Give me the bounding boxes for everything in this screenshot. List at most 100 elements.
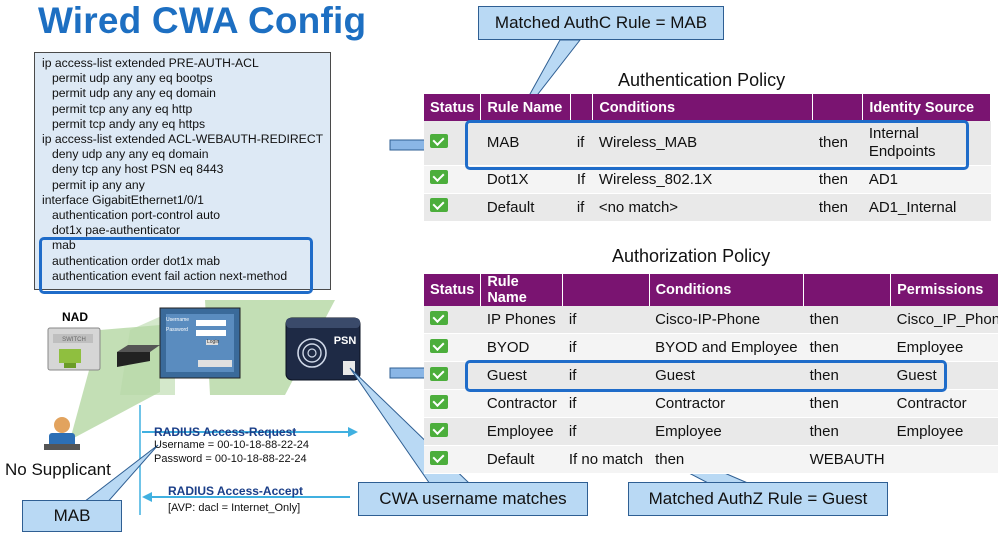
check-icon [430,198,448,212]
client-label: No Supplicant [5,460,111,479]
condition-cell: Employee [649,417,804,446]
rule-name-cell: MAB [480,121,571,166]
check-icon [430,310,448,325]
config-line: authentication event fail action next-me… [52,268,288,283]
result-cell: Internal Endpoints [862,121,991,166]
header-spacer [812,94,864,121]
config-line: authentication order dot1x mab [52,253,221,268]
login-screen-icon [159,307,241,379]
then-cell: then [803,306,891,334]
config-line: authentication port-control auto [52,208,221,222]
status-cell [424,306,481,334]
then-cell: then [803,417,891,446]
result-cell: Contractor [890,389,998,418]
header-source: Identity Source [862,94,991,121]
if-cell: if [562,306,650,334]
status-cell [424,121,481,166]
header-spacer [562,274,650,306]
condition-cell: <no match> [592,193,813,222]
status-cell [424,417,481,446]
result-cell: AD1_Internal [862,193,991,222]
check-icon [430,450,448,465]
config-box [34,52,331,290]
rule-name-cell: BYOD [480,333,563,362]
result-cell: Employee [890,417,998,446]
rule-name-cell: IP Phones [480,306,563,334]
result-cell: Employee [890,333,998,362]
condition-cell: then [649,445,804,474]
authentication-policy-title: Authentication Policy [618,70,786,90]
condition-cell: Contractor [649,389,804,418]
check-icon [430,170,448,184]
authz-match-highlight [465,360,947,392]
then-cell: then [812,121,863,166]
config-line: permit udp any any eq bootps [52,71,213,86]
mab-callout: MAB [22,500,122,532]
radius-accept-title: RADIUS Access-Accept [168,484,303,498]
header-rule-name: Rule Name [480,274,564,306]
then-cell: then [812,193,863,222]
config-highlight [39,237,313,294]
config-line: permit ip any any [52,177,145,192]
header-status: Status [424,94,482,121]
nad-label: NAD [62,310,88,324]
login-field-username: Username [166,317,190,323]
router-icon [117,345,160,367]
config-line: deny tcp any host PSN eq 8443 [52,162,224,177]
user-client-icon [44,417,80,450]
rule-name-cell: Default [480,193,571,222]
status-cell [424,389,481,418]
if-cell: if [570,121,593,166]
header-conditions: Conditions [649,274,805,306]
if-cell: if [562,389,650,418]
if-cell: If [570,165,593,194]
rule-name-cell: Contractor [480,389,563,418]
result-cell [890,445,998,474]
radius-request-password: Password = 00-10-18-88-22-24 [154,453,307,465]
then-cell: then [803,389,891,418]
radius-request-title: RADIUS Access-Request [154,425,297,439]
login-field-password: Password [166,327,188,333]
if-cell: if [562,333,650,362]
header-conditions: Conditions [592,94,814,121]
config-line: ip access-list extended ACL-WEBAUTH-REDI… [42,132,324,146]
switch-label: SWITCH [62,337,86,343]
status-cell [424,445,481,474]
header-rule-name: Rule Name [480,94,572,121]
config-line: deny udp any any eq domain [52,147,209,162]
condition-cell: Guest [649,361,804,390]
authc-match-highlight [465,120,969,170]
login-button: Login [207,339,220,345]
authz-callout: Matched AuthZ Rule = Guest [628,482,888,516]
config-line: dot1x pae-authenticator [52,223,181,238]
rule-name-cell: Employee [480,417,563,446]
cwa-callout: CWA username matches [358,482,588,516]
if-cell: If no match [562,445,650,474]
config-line: permit tcp any any eq http [52,101,193,116]
config-line: mab [52,238,76,253]
header-status: Status [424,274,482,306]
then-cell: then [803,361,891,390]
page-title: Wired CWA Config [38,0,367,41]
condition-cell: Wireless_MAB [592,121,813,166]
status-cell [424,165,481,194]
config-line: permit tcp andy any eq https [52,116,206,131]
psn-server-icon [285,317,361,381]
check-icon [430,133,448,148]
config-line: interface GigabitEthernet1/0/1 [42,192,204,207]
status-cell [424,361,481,390]
radius-request-username: Username = 00-10-18-88-22-24 [154,439,310,451]
authorization-policy-title: Authorization Policy [612,246,771,266]
header-source: Permissions [890,274,998,306]
rule-name-cell: Guest [480,361,563,390]
